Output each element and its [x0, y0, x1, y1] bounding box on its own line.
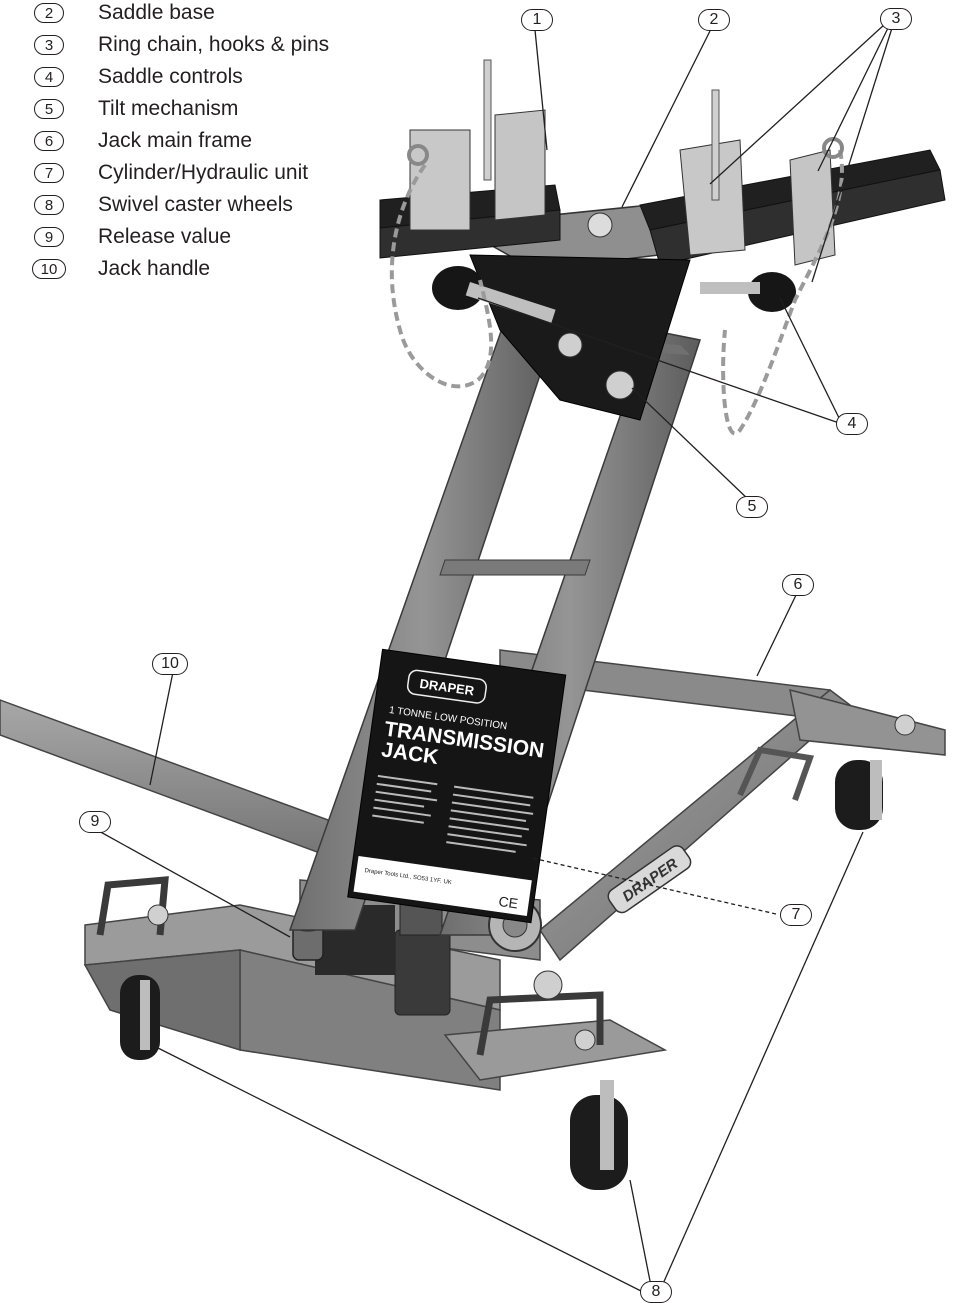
callout-8: 8 [640, 1281, 672, 1303]
callout-2: 2 [698, 9, 730, 31]
legend-item: 9 Release value [34, 222, 231, 252]
legend-number: 8 [34, 195, 64, 215]
leader-lines [96, 23, 893, 1292]
callout-3: 3 [880, 8, 912, 30]
parts-legend: 2 Saddle base 3 Ring chain, hooks & pins… [0, 0, 380, 290]
saddle-assembly [379, 59, 946, 421]
legend-item: 2 Saddle base [34, 0, 215, 28]
callout-6: 6 [782, 574, 814, 596]
legend-number: 2 [34, 3, 64, 23]
legend-item: 4 Saddle controls [34, 62, 243, 92]
callout-9: 9 [79, 811, 111, 833]
legend-item: 6 Jack main frame [34, 126, 252, 156]
legend-label: Ring chain, hooks & pins [98, 33, 330, 56]
legend-item: 5 Tilt mechanism [34, 94, 238, 124]
callout-1: 1 [521, 9, 553, 31]
caster-wheel-rear [835, 760, 883, 830]
legend-label: Saddle controls [98, 65, 243, 88]
legend-label: Swivel caster wheels [98, 193, 293, 216]
callout-10: 10 [152, 653, 188, 675]
callout-4: 4 [836, 413, 868, 435]
legend-label: Jack handle [98, 257, 211, 280]
plate-ce-mark: CE [498, 893, 519, 912]
legend-number: 4 [34, 67, 64, 87]
caster-wheels [120, 760, 883, 1190]
legend-number: 6 [34, 131, 64, 151]
legend-item: 7 Cylinder/Hydraulic unit [34, 158, 308, 188]
legend-label: Saddle base [98, 1, 215, 24]
legend-number: 5 [34, 99, 64, 119]
callout-5: 5 [736, 496, 768, 518]
legend-number: 7 [34, 163, 64, 183]
callout-7: 7 [780, 904, 812, 926]
tilt-mechanism-nut [605, 370, 635, 400]
legend-label: Tilt mechanism [98, 97, 239, 120]
saddle-control-knob-left [432, 266, 484, 310]
legend-label: Cylinder/Hydraulic unit [98, 161, 309, 184]
legend-label: Release value [98, 225, 232, 248]
legend-number: 9 [34, 227, 64, 247]
info-plate: DRAPER 1 TONNE LOW POSITION TRANSMISSION… [347, 648, 567, 924]
legend-item: 10 Jack handle [32, 254, 210, 284]
legend-label: Jack main frame [98, 129, 253, 152]
legend-number: 10 [32, 259, 66, 279]
legend-item: 8 Swivel caster wheels [34, 190, 293, 220]
legend-number: 3 [34, 35, 64, 55]
caster-wheel-front-left [120, 975, 160, 1060]
caster-wheel-front-right [570, 1080, 628, 1190]
legend-item: 3 Ring chain, hooks & pins [34, 30, 329, 60]
